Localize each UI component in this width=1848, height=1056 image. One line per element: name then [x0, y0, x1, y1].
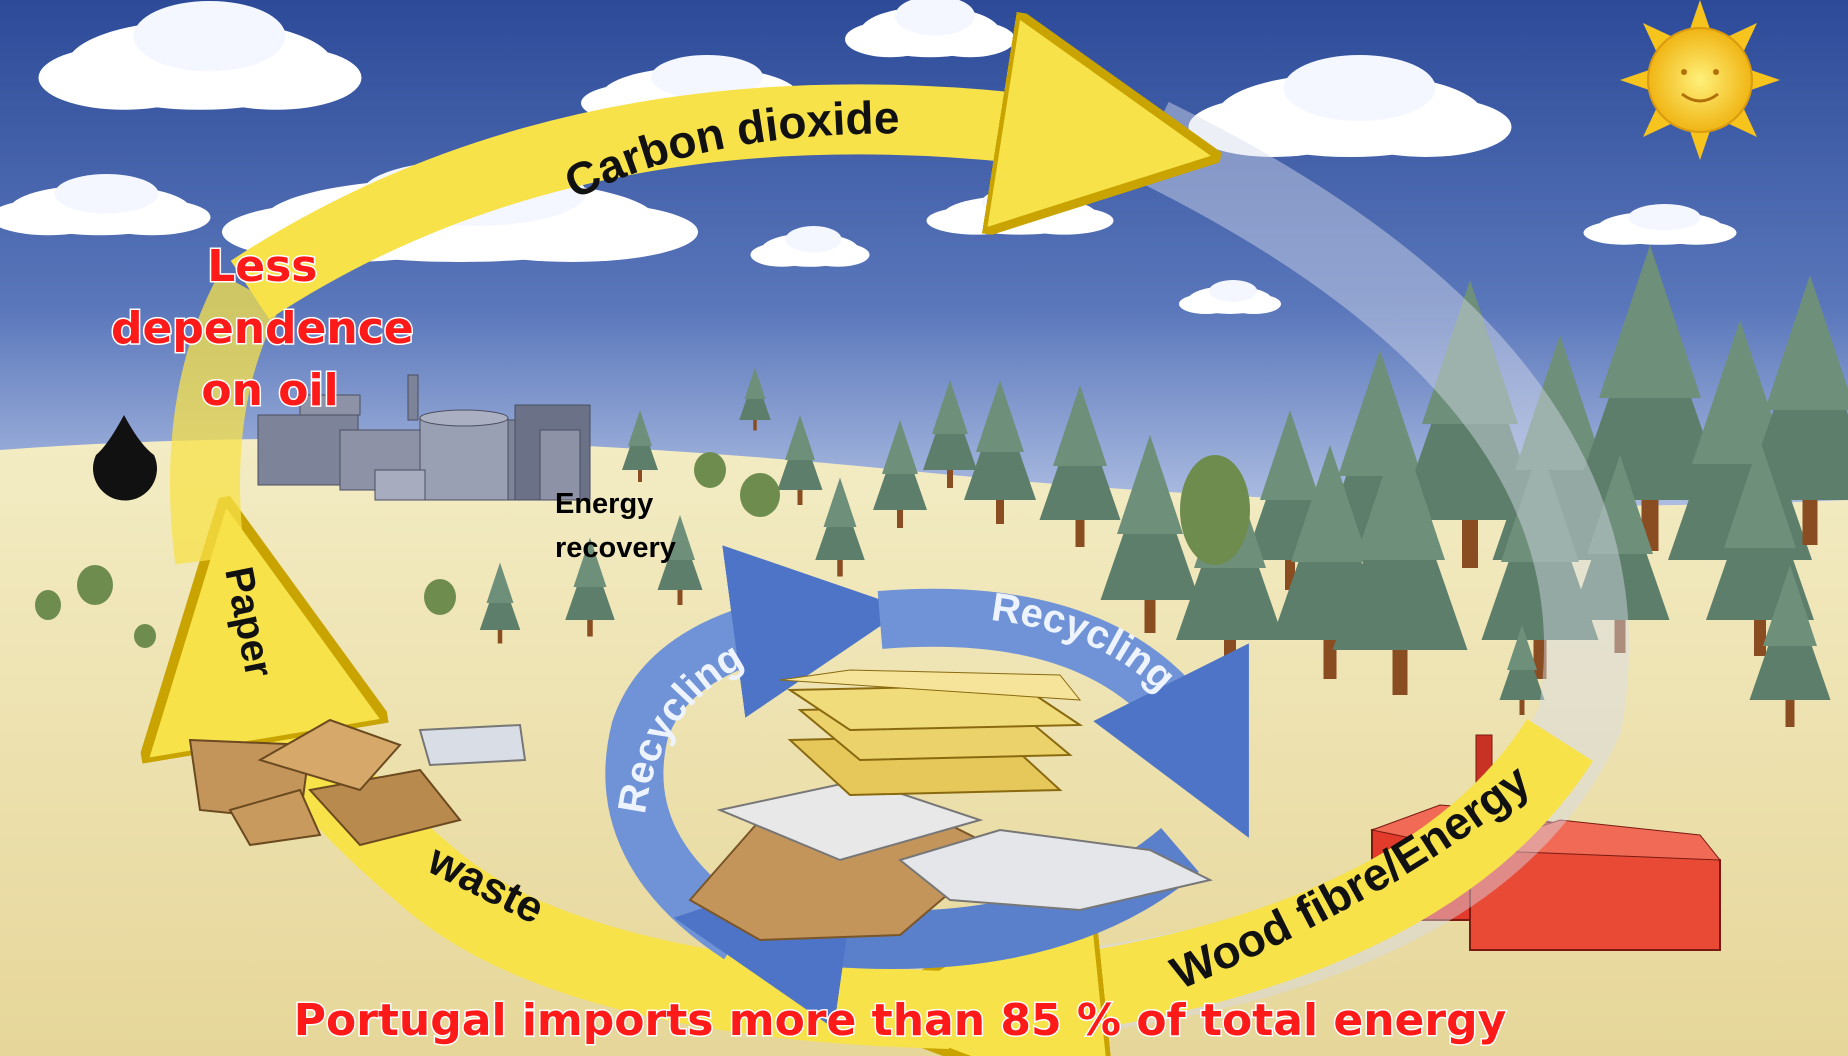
mill-building-icon — [257, 374, 591, 501]
forest — [35, 245, 1848, 727]
portugal-imports-caption: Portugal imports more than 85 % of total… — [294, 995, 1507, 1046]
cardboard-box-icon — [188, 718, 527, 847]
oil-drop-icon — [93, 415, 157, 501]
sun-icon — [1620, 0, 1780, 160]
energy-recovery-label: Energy recovery — [555, 488, 676, 564]
less-dependence-label: Less dependence on oil — [111, 241, 429, 416]
paper-stack-icon — [688, 669, 1213, 942]
